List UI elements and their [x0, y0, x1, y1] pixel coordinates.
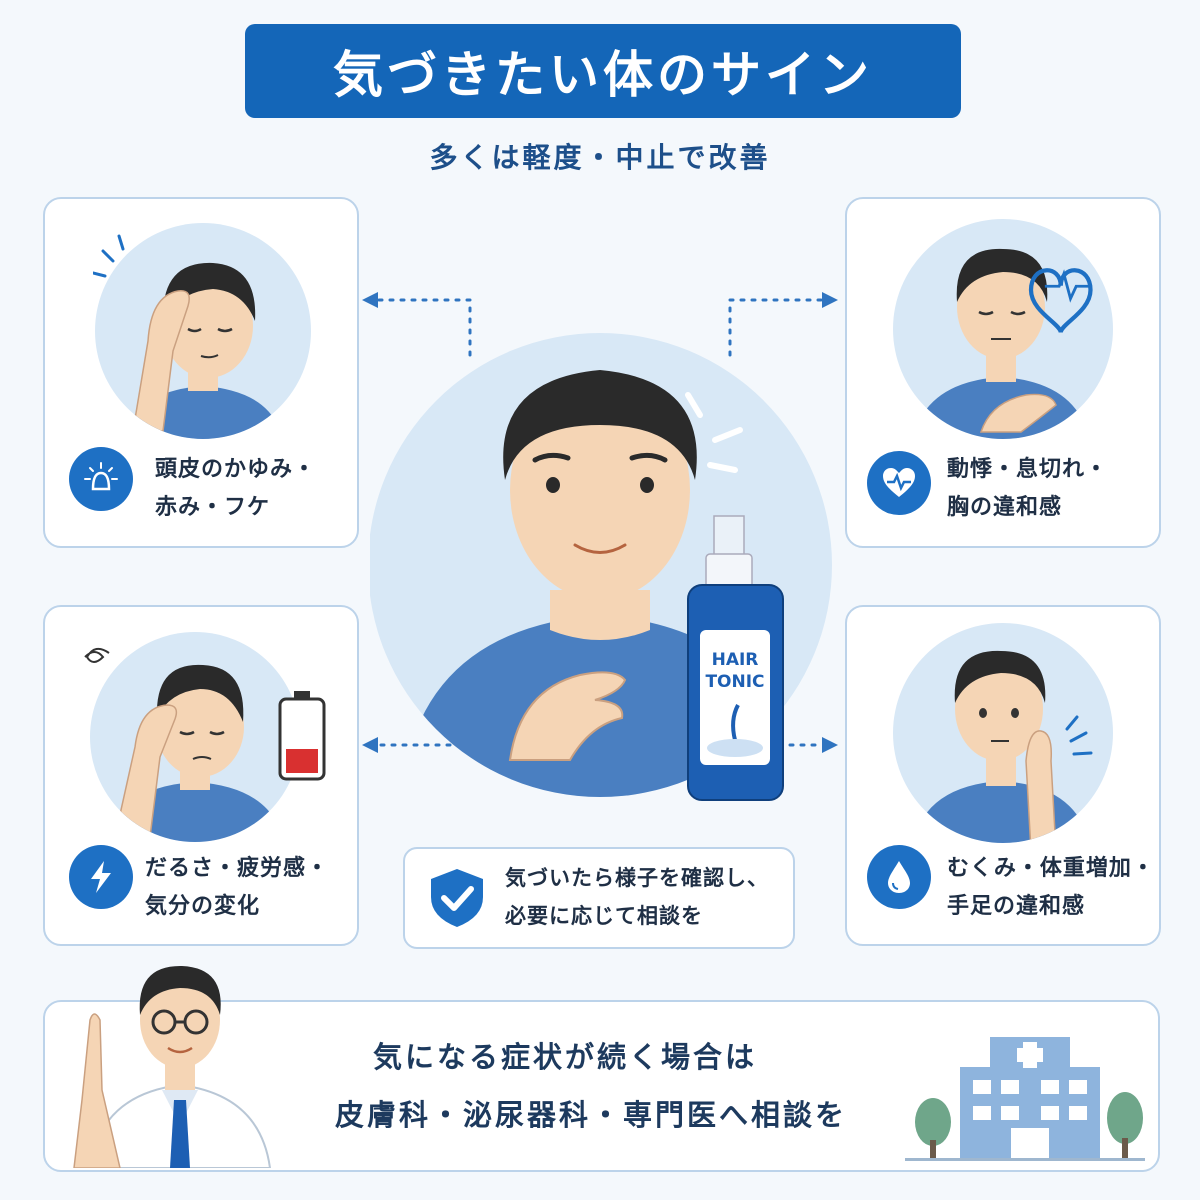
scalp-itch-icon — [69, 447, 133, 511]
scalp-text-line1: 頭皮のかゆみ・ — [155, 457, 317, 482]
bottle-label-line2: TONIC — [705, 672, 764, 692]
shield-check-icon — [431, 869, 483, 927]
hair-tonic-bottle: HAIR TONIC — [687, 515, 784, 801]
center-note-line1: 気づいたら様子を確認し、 — [505, 866, 769, 890]
center-advice-box: 気づいたら様子を確認し、 必要に応じて相談を — [403, 847, 795, 949]
title-banner: 気づきたい体のサイン — [245, 24, 961, 118]
man-touching-cheek-illustration — [893, 623, 1113, 843]
water-drop-icon — [867, 845, 931, 909]
heart-text-line2: 胸の違和感 — [947, 495, 1063, 520]
card-heart-palpitation: 動悸・息切れ・ 胸の違和感 — [845, 197, 1161, 548]
center-note-line2: 必要に応じて相談を — [505, 904, 703, 928]
page-title: 気づきたい体のサイン — [333, 46, 873, 104]
bottle-label-line1: HAIR — [712, 650, 759, 670]
arrow-head-upper-right — [822, 292, 838, 308]
arrow-head-lower-left — [362, 737, 378, 753]
hospital-building-icon — [905, 1037, 1145, 1161]
fatigue-text-line2: 気分の変化 — [145, 894, 261, 919]
man-scratching-head-illustration — [93, 223, 311, 439]
swelling-text-line1: むくみ・体重増加・ — [947, 856, 1155, 881]
card-fatigue: だるさ・疲労感・ 気分の変化 — [43, 605, 359, 946]
man-holding-chest-illustration — [893, 219, 1113, 439]
scalp-text-line2: 赤み・フケ — [155, 495, 271, 520]
tired-man-illustration — [84, 632, 326, 842]
bottom-text-line2: 皮膚科・泌尿器科・専門医へ相談を — [335, 1098, 848, 1132]
central-man-with-hair-tonic-illustration: HAIR TONIC — [370, 333, 832, 801]
lightning-icon — [69, 845, 133, 909]
card-swelling: むくみ・体重増加・ 手足の違和感 — [845, 605, 1161, 946]
arrow-head-lower-right — [822, 737, 838, 753]
heart-text-line1: 動悸・息切れ・ — [947, 457, 1109, 482]
bottom-text-line1: 気になる症状が続く場合は — [373, 1040, 758, 1074]
arrow-head-upper-left — [362, 292, 378, 308]
heart-pulse-icon — [867, 451, 931, 515]
swelling-text-line2: 手足の違和感 — [947, 894, 1086, 919]
card-scalp-itch: 頭皮のかゆみ・ 赤み・フケ — [43, 197, 359, 548]
fatigue-text-line1: だるさ・疲労感・ — [145, 856, 330, 881]
page-subtitle: 多くは軽度・中止で改善 — [429, 141, 771, 174]
doctor-illustration — [73, 965, 272, 1168]
battery-low-icon — [278, 691, 326, 781]
